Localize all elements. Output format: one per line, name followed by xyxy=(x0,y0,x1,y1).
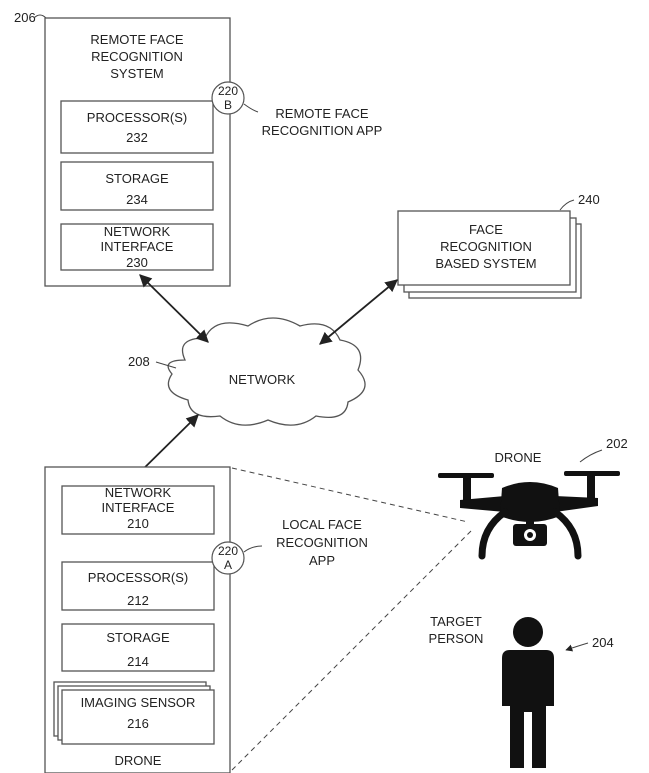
remote-system-ref: 206 xyxy=(14,10,36,25)
fov-line-bottom xyxy=(231,529,473,771)
left-landing-leg xyxy=(478,508,509,560)
drone-processor-label: PROCESSOR(S) xyxy=(88,570,188,585)
network-label: NETWORK xyxy=(229,372,296,387)
local-app-badge xyxy=(211,541,245,575)
right-propeller-icon xyxy=(564,471,620,476)
local-app-label-2: RECOGNITION xyxy=(276,535,368,550)
remote-face-recognition-system: 206 REMOTE FACE RECOGNITION SYSTEM PROCE… xyxy=(14,10,383,287)
network-leader xyxy=(155,361,177,369)
remote-app-badge xyxy=(211,81,245,115)
drone-system: NETWORK INTERFACE 210 PROCESSOR(S) 212 S… xyxy=(44,466,368,773)
target-ref-leader xyxy=(565,642,589,652)
local-app-label-3: APP xyxy=(309,553,335,568)
drone-ni-label-1: NETWORK xyxy=(105,485,172,500)
remote-ni-label-2: INTERFACE xyxy=(101,239,174,254)
fov-line-top xyxy=(231,467,469,523)
local-app-leader xyxy=(243,545,263,553)
right-landing-leg xyxy=(551,508,582,560)
left-motor-mast xyxy=(463,477,471,503)
local-app-ref-num: 220 xyxy=(218,544,238,558)
local-app-ref-letter: A xyxy=(224,558,232,572)
drone-processor-box xyxy=(61,561,215,611)
remote-ni-ref: 230 xyxy=(126,255,148,270)
remote-system-leader xyxy=(33,14,47,19)
drone-storage-box xyxy=(61,623,215,672)
face-recognition-based-system: FACE RECOGNITION BASED SYSTEM 240 xyxy=(397,192,600,299)
camera-mount xyxy=(526,518,534,526)
right-motor-mast xyxy=(587,476,595,502)
camera-lens-center xyxy=(527,532,533,538)
drone-processor-ref: 212 xyxy=(127,593,149,608)
remote-storage-ref: 234 xyxy=(126,192,148,207)
target-person: TARGET PERSON 204 xyxy=(429,614,614,768)
right-arm xyxy=(555,496,598,512)
target-label-2: PERSON xyxy=(429,631,484,646)
imaging-sensor-box xyxy=(61,689,215,745)
remote-network-interface-box xyxy=(60,223,214,271)
remote-processor-box xyxy=(60,100,214,154)
drone-body xyxy=(500,482,560,522)
local-app-label-1: LOCAL FACE xyxy=(282,517,362,532)
drone-system-title: DRONE xyxy=(115,753,162,768)
remote-system-title-1: REMOTE FACE xyxy=(90,32,184,47)
arrow-remote-to-network xyxy=(139,274,209,343)
drone-ni-ref: 210 xyxy=(127,516,149,531)
remote-app-label-1: REMOTE FACE xyxy=(275,106,369,121)
remote-processor-label: PROCESSOR(S) xyxy=(87,110,187,125)
drone-storage-ref: 214 xyxy=(127,654,149,669)
face-system-label-1: FACE xyxy=(469,222,503,237)
remote-storage-box xyxy=(60,161,214,211)
remote-ni-label-1: NETWORK xyxy=(104,224,171,239)
face-system-box xyxy=(397,210,571,286)
drone-ni-label-2: INTERFACE xyxy=(102,500,175,515)
remote-system-title-2: RECOGNITION xyxy=(91,49,183,64)
drone-ref: 202 xyxy=(606,436,628,451)
person-body-icon xyxy=(502,650,554,768)
remote-app-ref-num: 220 xyxy=(218,84,238,98)
remote-storage-label: STORAGE xyxy=(105,171,169,186)
drone-storage-label: STORAGE xyxy=(106,630,170,645)
drone-label: DRONE xyxy=(495,450,542,465)
cloud-shape xyxy=(167,317,366,426)
face-system-leader xyxy=(559,199,575,211)
remote-app-leader xyxy=(243,103,259,113)
face-system-label-2: RECOGNITION xyxy=(440,239,532,254)
imaging-sensor-ref: 216 xyxy=(127,716,149,731)
target-label-1: TARGET xyxy=(430,614,482,629)
remote-processor-ref: 232 xyxy=(126,130,148,145)
remote-app-ref-letter: B xyxy=(224,98,232,112)
imaging-sensor-label: IMAGING SENSOR xyxy=(81,695,196,710)
drone-network-interface-box xyxy=(61,485,215,535)
target-ref: 204 xyxy=(592,635,614,650)
network-ref: 208 xyxy=(128,354,150,369)
face-system-ref: 240 xyxy=(578,192,600,207)
arrow-network-to-face-system xyxy=(319,279,398,345)
drone-illustration: DRONE 202 xyxy=(438,436,628,560)
network-cloud: NETWORK 208 xyxy=(128,317,366,426)
drone-ref-leader xyxy=(579,449,603,463)
remote-system-title-3: SYSTEM xyxy=(110,66,163,81)
remote-app-label-2: RECOGNITION APP xyxy=(262,123,383,138)
left-propeller-icon xyxy=(438,473,494,478)
person-head-icon xyxy=(513,617,543,647)
left-arm xyxy=(460,496,505,512)
face-system-label-3: BASED SYSTEM xyxy=(435,256,536,271)
